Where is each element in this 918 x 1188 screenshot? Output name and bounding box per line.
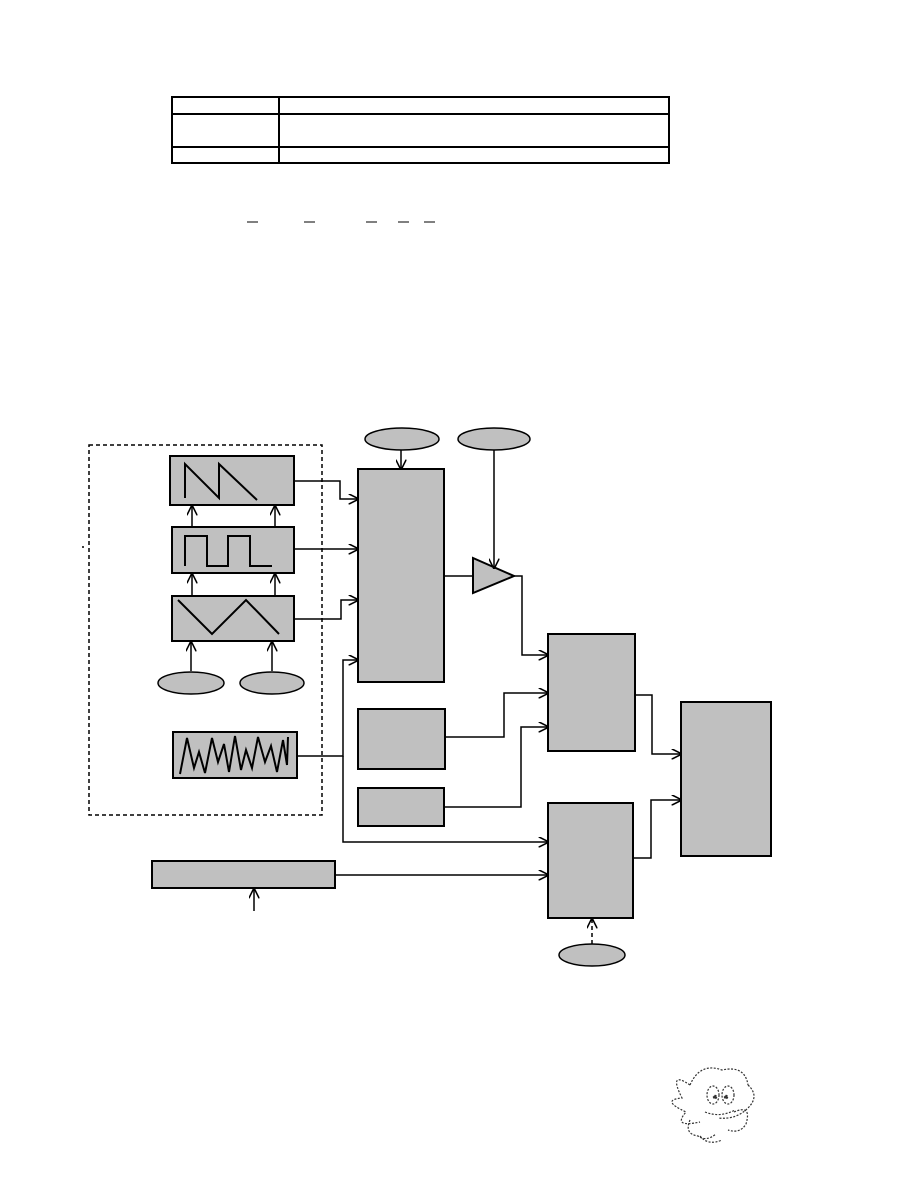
input-bar-block (151, 860, 336, 889)
hedgehog-mascot-icon (671, 1067, 755, 1143)
mixer-block (357, 468, 445, 683)
combiner-block-upper (547, 633, 636, 752)
lower-small-block (357, 787, 445, 827)
control-oval-right (239, 671, 305, 695)
bottom-control-oval (558, 943, 626, 967)
table-border (171, 96, 670, 164)
middle-small-block (357, 708, 446, 770)
mixer-control-oval (364, 427, 440, 451)
sawtooth-wave-icon (184, 461, 258, 501)
control-oval-left (157, 671, 225, 695)
sawtooth-generator (169, 455, 295, 506)
triangle-wave-icon (177, 598, 280, 636)
gain-control-oval (457, 427, 531, 451)
signal-wires (254, 450, 681, 944)
output-block (680, 701, 772, 857)
noise-wave-icon (179, 735, 289, 775)
top-table (171, 96, 670, 164)
combiner-block-lower (547, 802, 634, 919)
oscillator-internal-arrows (191, 506, 275, 671)
square-generator (171, 526, 295, 574)
square-wave-icon (184, 535, 272, 567)
triangle-generator (171, 595, 295, 642)
noise-generator (172, 731, 298, 779)
small-dot (82, 546, 84, 548)
